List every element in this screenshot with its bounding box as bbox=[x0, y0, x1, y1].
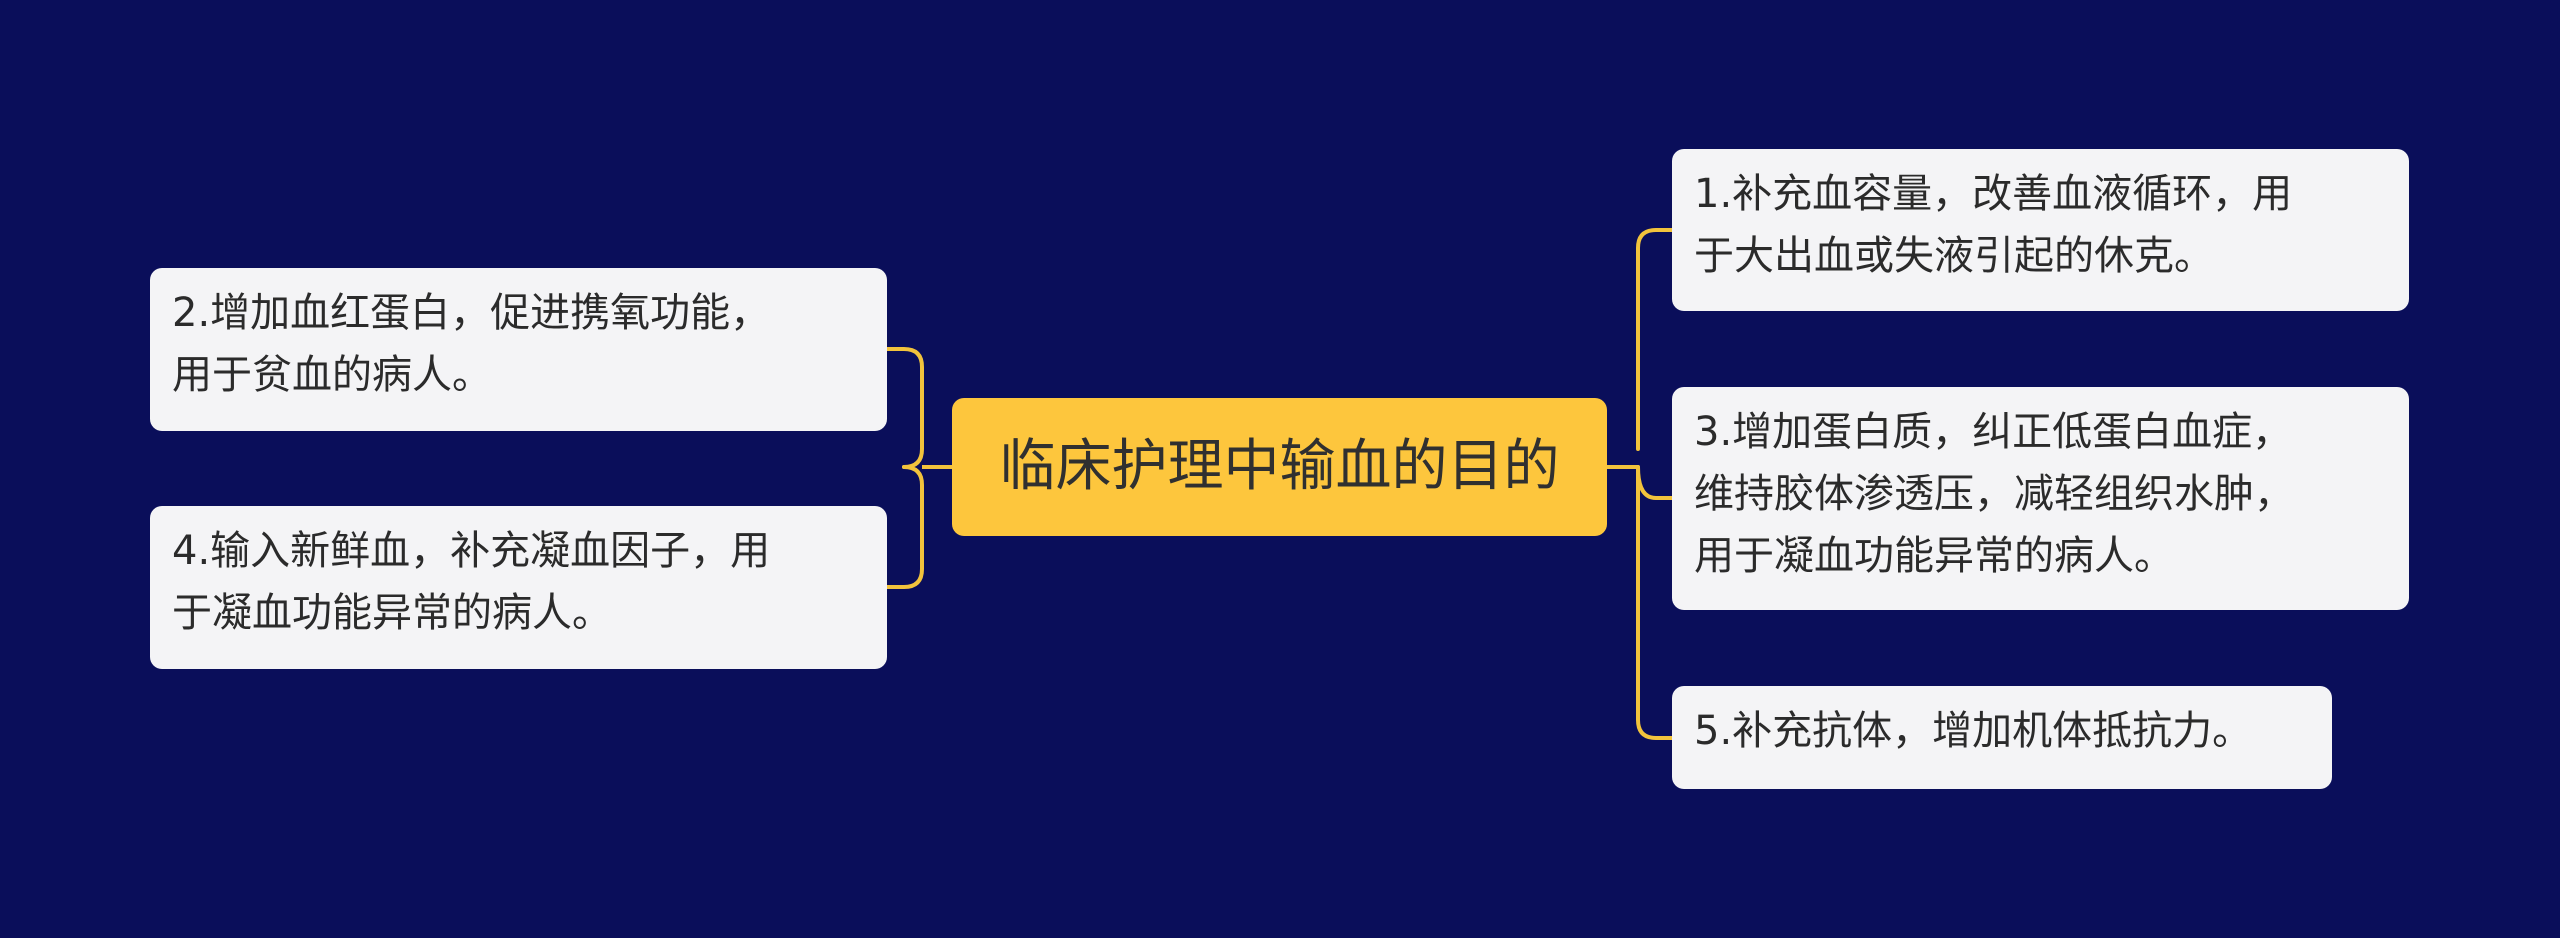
left-node-1[interactable]: 2.增加血红蛋白，促进携氧功能， 用于贫血的病人。 bbox=[150, 268, 887, 431]
right-node-1[interactable]: 1.补充血容量，改善血液循环，用 于大出血或失液引起的休克。 bbox=[1672, 149, 2409, 311]
connector-right-node-2 bbox=[1636, 465, 1674, 500]
connector-left-node-2 bbox=[885, 465, 924, 589]
right-node-2[interactable]: 3.增加蛋白质，纠正低蛋白血症， 维持胶体渗透压，减轻组织水肿， 用于凝血功能异… bbox=[1672, 387, 2409, 610]
connector-left-node-1 bbox=[885, 347, 924, 469]
right-node-3[interactable]: 5.补充抗体，增加机体抵抗力。 bbox=[1672, 686, 2332, 789]
connector-right-node-1 bbox=[1636, 228, 1674, 451]
left-node-2[interactable]: 4.输入新鲜血，补充凝血因子，用 于凝血功能异常的病人。 bbox=[150, 506, 887, 669]
connector-right-node-3 bbox=[1636, 465, 1674, 740]
central-topic[interactable]: 临床护理中输血的目的 bbox=[952, 398, 1607, 536]
